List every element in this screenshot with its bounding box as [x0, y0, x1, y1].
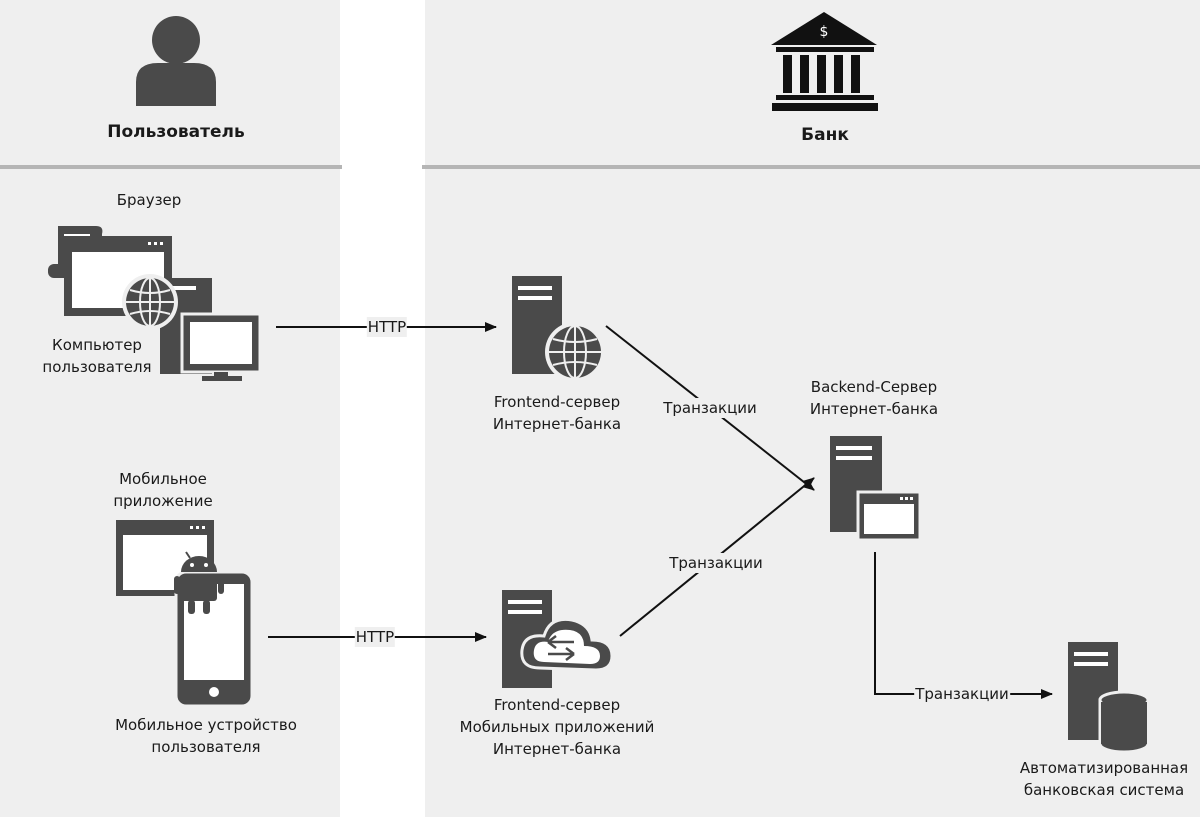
user-lane-title: Пользователь — [107, 122, 245, 142]
bank-lane-title: Банк — [801, 125, 849, 145]
abs-server-icon — [1068, 642, 1150, 754]
arrow-tx-abs — [874, 552, 1053, 699]
dollar-sign: $ — [820, 24, 829, 40]
frontend-ib-label: Frontend-сервер Интернет-банка — [493, 391, 621, 435]
edge-label-http-top: HTTP — [366, 317, 408, 337]
user-lane-divider — [0, 165, 342, 169]
globe-icon — [545, 322, 605, 382]
globe-icon — [122, 274, 178, 330]
mobile-app-label: Мобильное приложение — [113, 468, 212, 512]
frontend-mobile-label: Frontend-сервер Мобильных приложений Инт… — [460, 694, 655, 760]
frontend-ib-label-line1: Frontend-сервер — [493, 393, 621, 411]
mobile-app-label-line1: Мобильное — [119, 470, 207, 488]
user-computer-label-line1: Компьютер — [52, 336, 142, 354]
backend-server-icon — [830, 436, 922, 542]
user-computer-label: Компьютер пользователя — [42, 334, 151, 378]
monitor-icon — [180, 312, 262, 381]
backend-label-line1: Backend-Сервер — [810, 378, 938, 396]
abs-label-line1: Автоматизированная — [1019, 759, 1189, 777]
backend-label-line2: Интернет-банка — [809, 400, 939, 418]
user-lane — [0, 0, 340, 817]
person-icon — [136, 16, 216, 106]
frontend-ib-label-line2: Интернет-банка — [492, 415, 622, 433]
mobile-app-label-line2: приложение — [113, 492, 213, 510]
mobile-device-icon — [116, 520, 254, 708]
frontend-mobile-server-icon — [502, 590, 614, 688]
database-icon — [1098, 690, 1150, 754]
browser-label: Браузер — [116, 191, 182, 209]
edge-label-http-bottom: HTTP — [354, 627, 396, 647]
backend-label: Backend-Сервер Интернет-банка — [810, 376, 938, 420]
frontend-mobile-label-line1: Frontend-сервер — [493, 696, 621, 714]
mobile-device-label-line2: пользователя — [151, 738, 261, 756]
frontend-ib-server-icon — [512, 276, 605, 382]
edge-label-tx-abs: Транзакции — [914, 684, 1010, 704]
bank-lane-divider — [422, 165, 1200, 169]
bank-icon: $ — [771, 12, 878, 111]
edge-label-tx-upper: Транзакции — [662, 398, 758, 418]
mobile-device-label-line1: Мобильное устройство — [115, 716, 297, 734]
android-icon — [174, 551, 224, 614]
user-computer-icon — [48, 226, 262, 381]
abs-label-line2: банковская система — [1023, 781, 1185, 799]
frontend-mobile-label-line2: Мобильных приложений — [459, 718, 655, 736]
abs-label: Автоматизированная банковская система — [1020, 757, 1188, 801]
edge-label-tx-lower: Транзакции — [668, 553, 764, 573]
user-computer-label-line2: пользователя — [42, 358, 152, 376]
frontend-mobile-label-line3: Интернет-банка — [492, 740, 622, 758]
mobile-device-label: Мобильное устройство пользователя — [115, 714, 297, 758]
cloud-sync-icon — [520, 617, 614, 672]
